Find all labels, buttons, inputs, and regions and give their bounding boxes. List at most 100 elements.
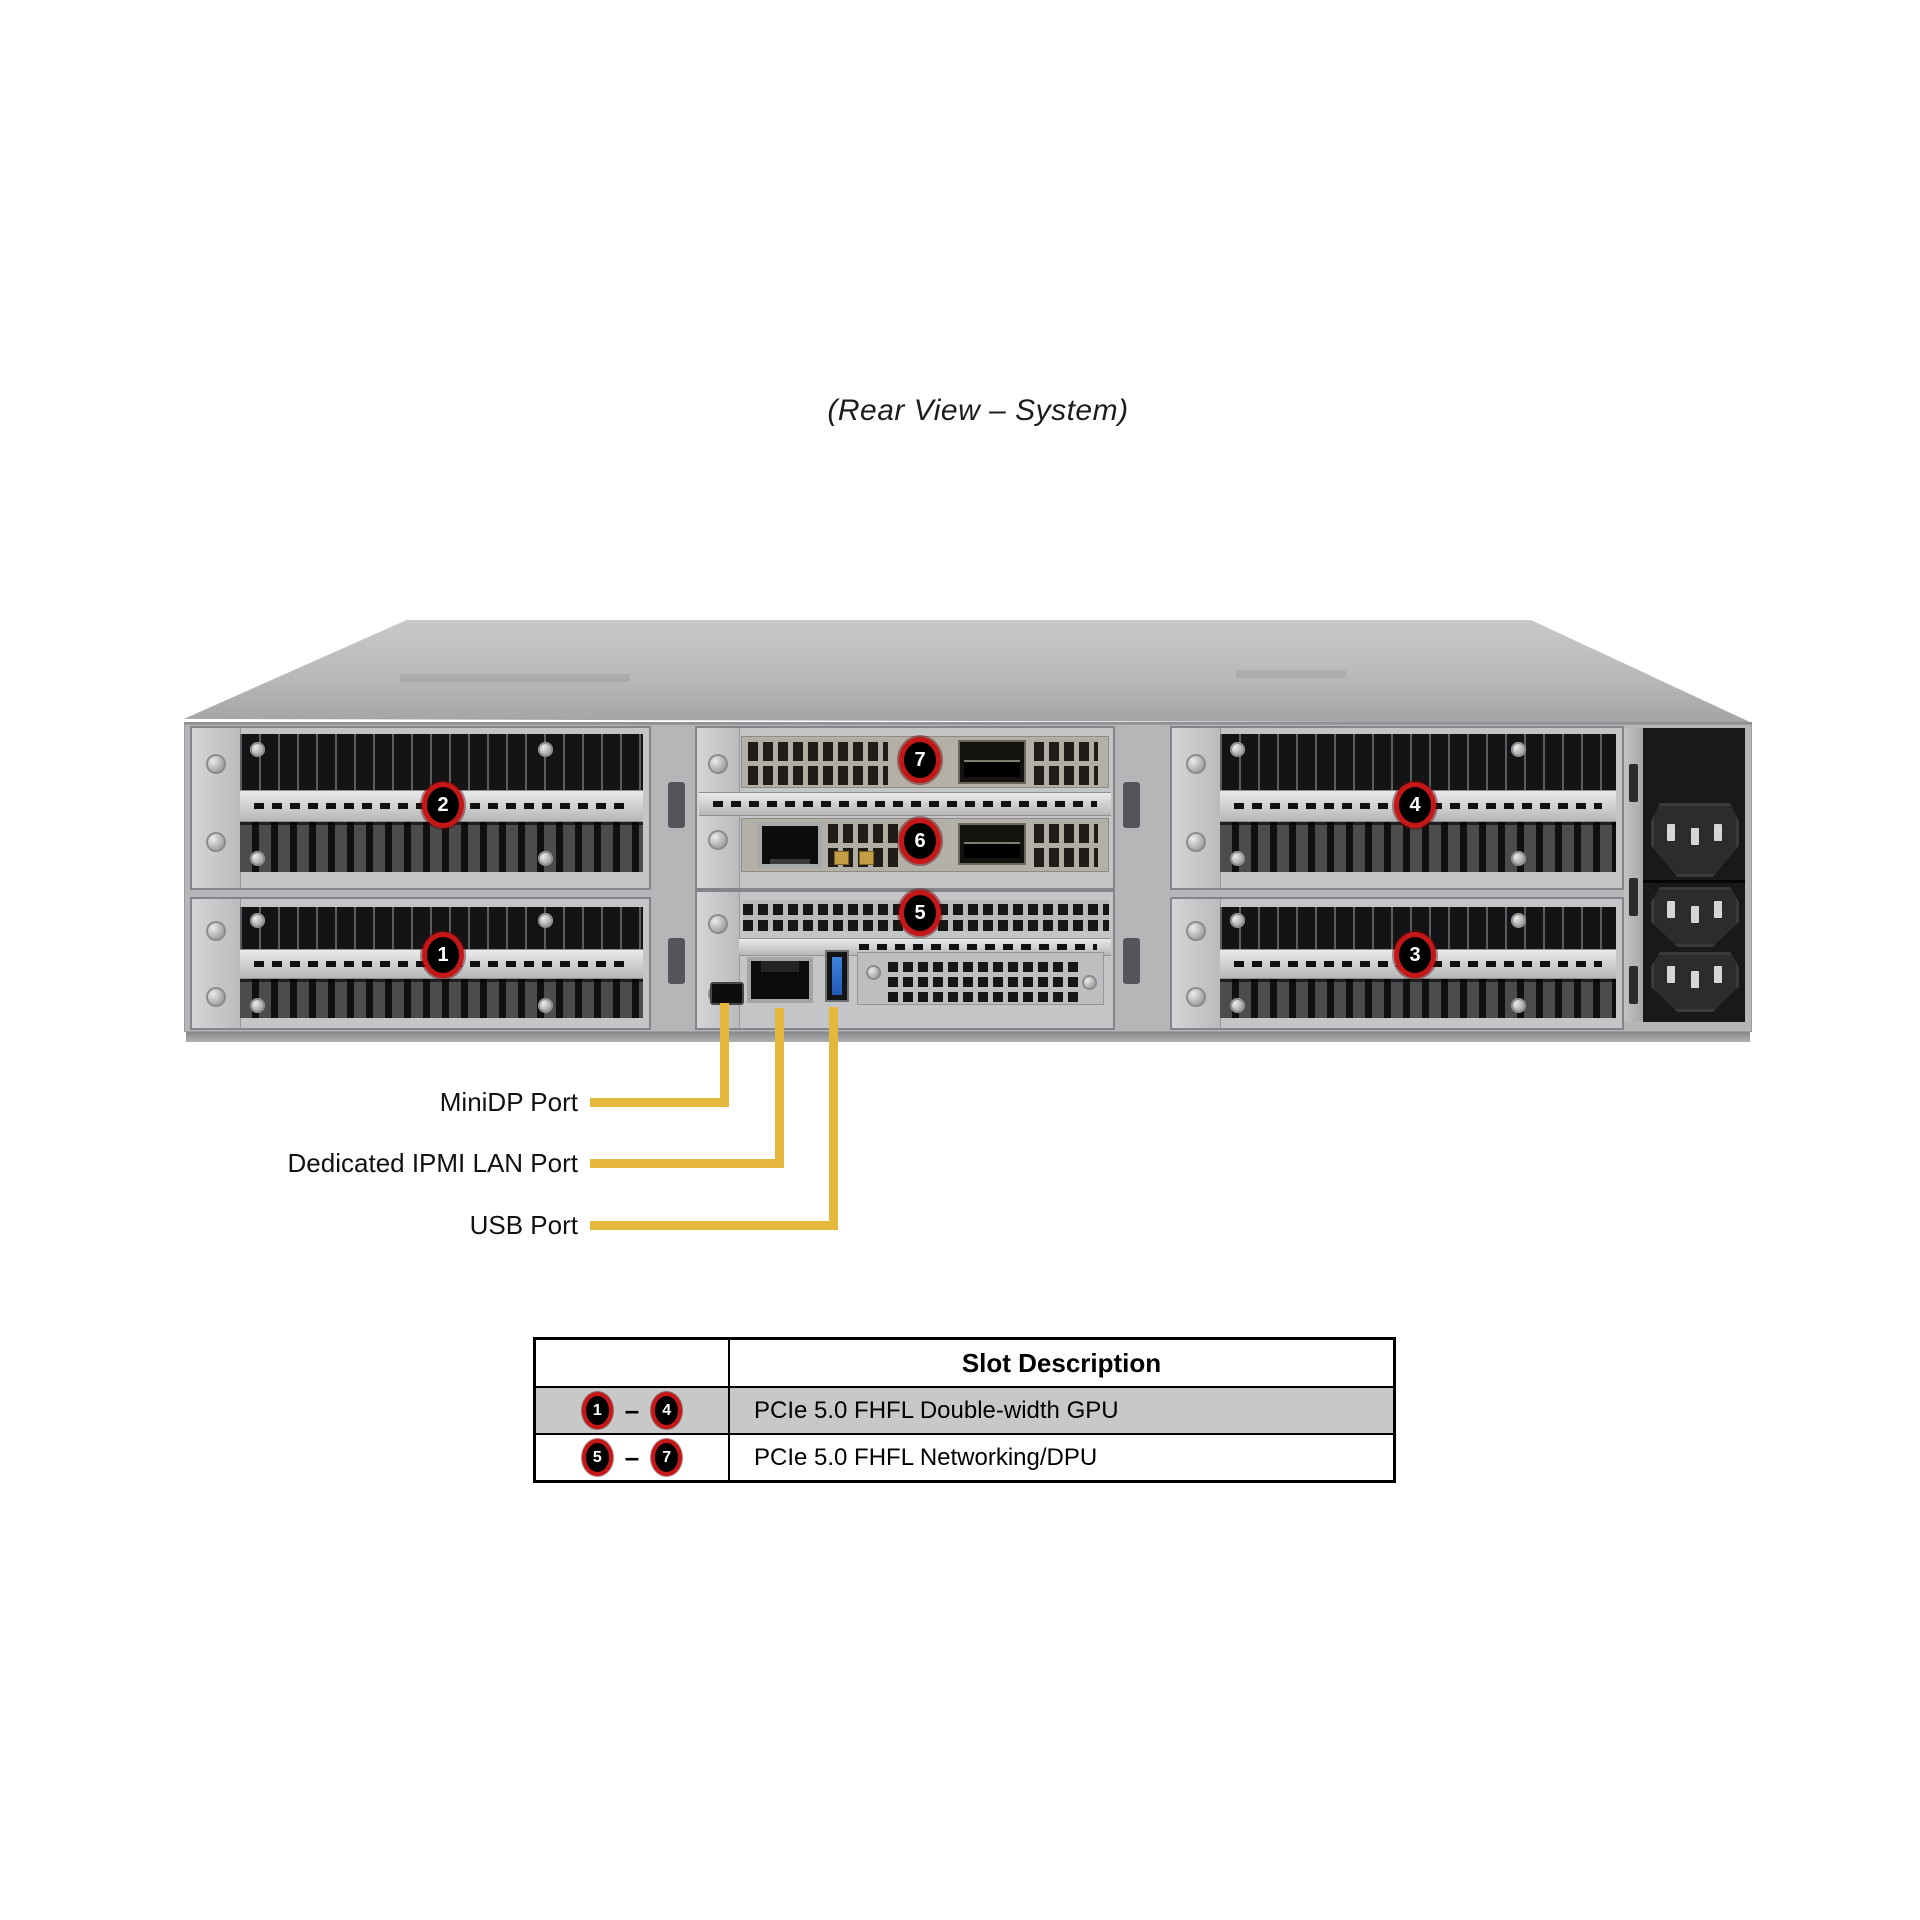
gpu-slot-bay-2 xyxy=(190,726,651,890)
screw xyxy=(538,742,553,757)
screw xyxy=(866,965,881,980)
slot-callout-5-number: 5 xyxy=(914,902,926,924)
screw xyxy=(1230,913,1245,928)
gpu-vent-grille xyxy=(240,734,643,790)
power-supply-module xyxy=(1643,728,1745,1022)
screw xyxy=(206,832,226,852)
slot-callout-2-number: 2 xyxy=(437,794,449,816)
table-header-row: Slot Description xyxy=(536,1340,1393,1386)
slot-description-cell: PCIe 5.0 FHFL Double-width GPU xyxy=(754,1396,1119,1424)
chassis-bottom-edge xyxy=(186,1032,1750,1042)
bay-latch xyxy=(1123,938,1140,984)
leader-line-ipmi xyxy=(775,1008,784,1168)
bay-latch xyxy=(1123,782,1140,828)
table-header-description: Slot Description xyxy=(961,1347,1162,1378)
psu-latch xyxy=(1629,878,1638,916)
slot-badge-4-number: 4 xyxy=(662,1401,672,1419)
usb-port xyxy=(825,950,849,1002)
gpu-vent-grille xyxy=(240,822,643,872)
screw xyxy=(206,921,226,941)
psu-latch-strip xyxy=(1624,728,1643,1022)
minidp-port xyxy=(710,982,744,1005)
slot-bracket-rail xyxy=(699,792,1111,816)
minidp-port-label: MiniDP Port xyxy=(439,1087,578,1117)
usb-port-label: USB Port xyxy=(469,1210,578,1240)
ac-power-inlet-2 xyxy=(1651,887,1739,947)
bracket-vent-holes xyxy=(748,739,888,785)
screw xyxy=(250,851,265,866)
inlet-pin xyxy=(1714,823,1723,841)
bay-mount-strip xyxy=(1172,728,1221,888)
inlet-pin xyxy=(1714,966,1723,984)
slot-callout-3: 3 xyxy=(1394,932,1436,978)
inlet-pin xyxy=(1666,823,1675,841)
leader-line-usb xyxy=(590,1221,838,1230)
chassis-top-panel xyxy=(184,620,1752,723)
screw xyxy=(1511,998,1526,1013)
bracket-vent-holes xyxy=(1034,739,1098,785)
transceiver-contact xyxy=(834,851,849,865)
slot-callout-1: 1 xyxy=(422,932,464,978)
slot-callout-4-number: 4 xyxy=(1409,794,1421,816)
bay-mount-strip xyxy=(1172,899,1221,1028)
screw xyxy=(206,754,226,774)
gpu-vent-grille xyxy=(240,979,643,1018)
screw xyxy=(1186,987,1206,1007)
slot-description-cell: PCIe 5.0 FHFL Networking/DPU xyxy=(754,1443,1098,1471)
inlet-pin xyxy=(1714,901,1723,919)
screw xyxy=(1186,921,1206,941)
bracket-vent-holes xyxy=(1034,821,1098,867)
screw xyxy=(250,998,265,1013)
screw xyxy=(1082,975,1097,990)
io-shield-plate xyxy=(857,952,1104,1005)
bay-latch xyxy=(668,782,685,828)
slot-badge-7-number: 7 xyxy=(662,1448,672,1466)
screw xyxy=(250,913,265,928)
slot-callout-5: 5 xyxy=(899,890,941,936)
ipmi-lan-port-label: Dedicated IPMI LAN Port xyxy=(287,1148,578,1178)
screw xyxy=(1511,913,1526,928)
slot-range-cell: 5 – 7 xyxy=(536,1435,730,1480)
screw xyxy=(1511,742,1526,757)
server-chassis xyxy=(184,620,1752,1044)
io-plate-vents xyxy=(888,957,1078,1002)
screw xyxy=(1511,851,1526,866)
slot-callout-6: 6 xyxy=(899,818,941,864)
leader-line-usb xyxy=(829,1007,838,1230)
figure-caption: (Rear View – System) xyxy=(827,394,1129,427)
slot-description-table: Slot Description 1 – 4 PCIe 5.0 FHFL Dou… xyxy=(533,1337,1396,1483)
screw xyxy=(250,742,265,757)
slot-callout-2: 2 xyxy=(422,782,464,828)
psu-latch xyxy=(1629,966,1638,1004)
slot-badge-1: 1 xyxy=(581,1392,613,1429)
screw xyxy=(538,851,553,866)
psu-latch xyxy=(1629,764,1638,802)
ac-power-inlet-1 xyxy=(1651,803,1739,877)
inlet-pin xyxy=(1690,971,1699,989)
transceiver-contact xyxy=(859,851,874,865)
screw xyxy=(538,913,553,928)
ipmi-lan-port xyxy=(747,957,813,1003)
slot-badge-5-number: 5 xyxy=(592,1448,602,1466)
psu-seam xyxy=(1643,880,1745,883)
screw xyxy=(1230,742,1245,757)
top-panel-etch-label xyxy=(400,674,630,682)
ethernet-port xyxy=(758,822,822,868)
screw xyxy=(1186,754,1206,774)
inlet-pin xyxy=(1690,906,1699,924)
table-row: 5 – 7 PCIe 5.0 FHFL Networking/DPU xyxy=(536,1433,1393,1480)
ac-power-inlet-3 xyxy=(1651,952,1739,1012)
slot-callout-7-number: 7 xyxy=(914,749,926,771)
top-panel-etch-label xyxy=(1236,670,1346,678)
qsfp-port xyxy=(958,823,1026,865)
qsfp-port xyxy=(958,740,1026,784)
screw xyxy=(1186,832,1206,852)
screw xyxy=(206,987,226,1007)
bay-latch xyxy=(668,938,685,984)
screw xyxy=(708,914,728,934)
slot-range-cell: 1 – 4 xyxy=(536,1388,730,1433)
range-dash: – xyxy=(624,1395,640,1425)
inlet-pin xyxy=(1666,966,1675,984)
gpu-vent-grille xyxy=(1220,734,1616,790)
